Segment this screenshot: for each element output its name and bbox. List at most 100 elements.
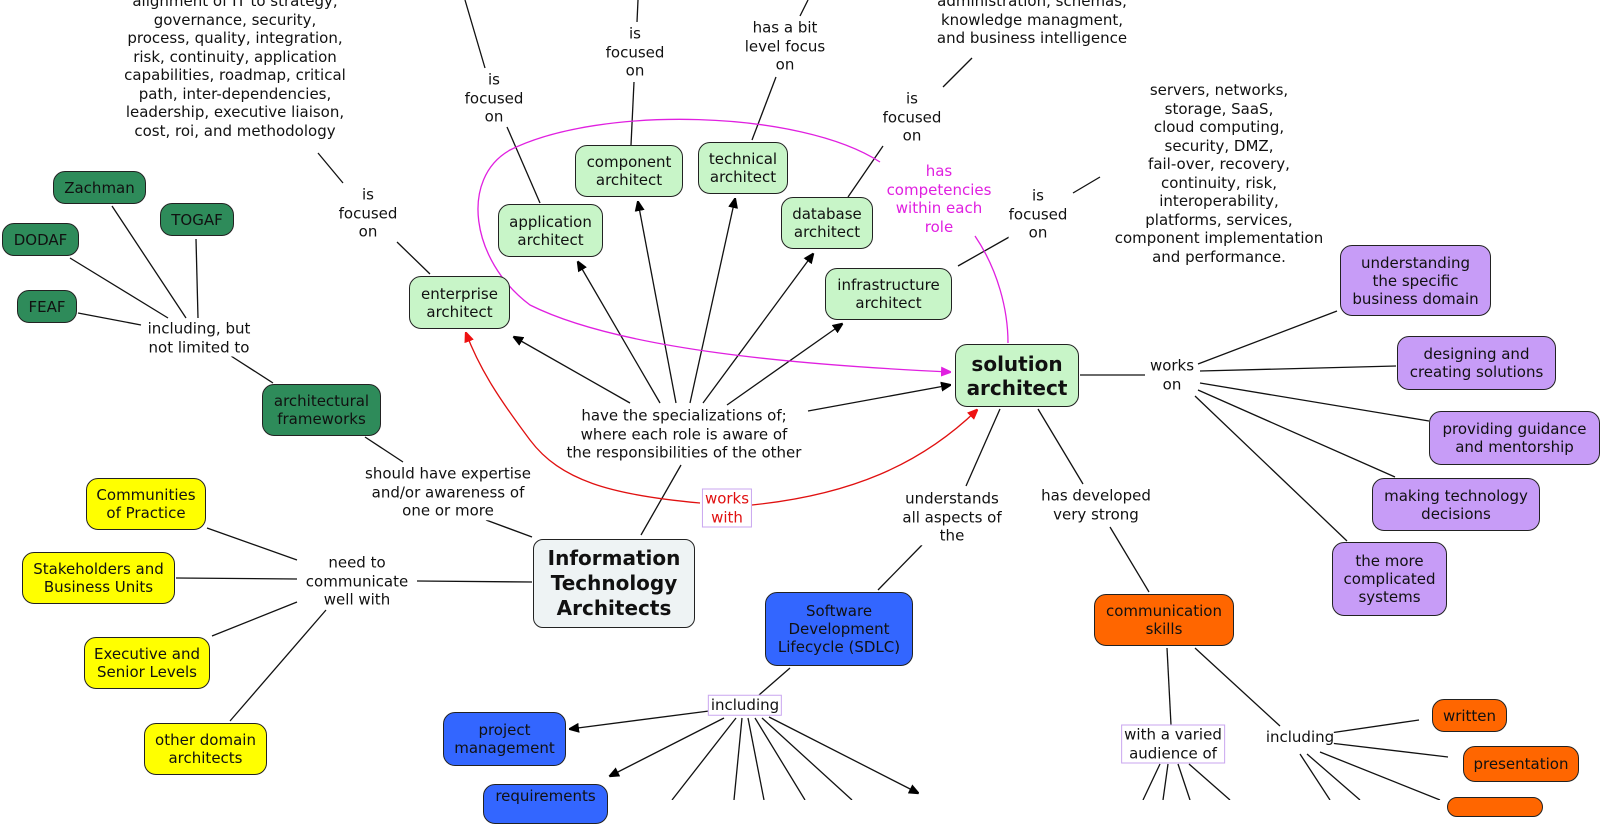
link-communicate-root: [416, 580, 533, 583]
node-feaf[interactable]: FEAF: [17, 290, 77, 323]
link-sdlc-req: [610, 717, 725, 776]
node-communication-skills[interactable]: communication skills: [1094, 594, 1234, 646]
label-enterprise-focused-on: is focused on: [338, 185, 398, 241]
node-zachman[interactable]: Zachman: [53, 171, 146, 204]
link-sdlc-pm: [570, 710, 710, 729]
link-works-with-solution: [751, 410, 977, 506]
node-requirements[interactable]: requirements: [483, 784, 608, 824]
link-infrastructure-focus: [1072, 176, 1101, 194]
database-focus-text: administration, schemas, knowledge manag…: [936, 0, 1128, 47]
label-sdlc-including: including: [707, 694, 783, 716]
link-expertise-root: [485, 519, 533, 538]
link-sdlc-7: [761, 717, 853, 800]
link-spec-component: [638, 202, 677, 404]
link-application-focus: [464, 0, 486, 69]
link-work-complicated: [1194, 395, 1348, 542]
node-component-architect[interactable]: component architect: [575, 145, 683, 197]
node-guidance-mentorship[interactable]: providing guidance and mentorship: [1429, 411, 1600, 465]
link-audience-1: [1142, 763, 1161, 800]
link-spec-infrastructure: [726, 324, 842, 406]
link-sdlc-5: [747, 717, 765, 800]
link-togaf: [195, 238, 199, 319]
node-understanding-business-domain[interactable]: understanding the specific business doma…: [1340, 245, 1491, 316]
node-architectural-frameworks[interactable]: architectural frameworks: [262, 384, 381, 436]
link-sdlc-3: [671, 717, 737, 800]
label-including-frameworks: including, but not limited to: [147, 319, 251, 357]
node-technical-architect[interactable]: technical architect: [698, 142, 788, 194]
link-solution-understands: [965, 408, 1001, 487]
link-including-4: [1306, 753, 1361, 800]
link-competencies-solution: [974, 235, 1009, 344]
label-database-focused-on: is focused on: [882, 89, 942, 145]
link-database-focus-2: [847, 145, 884, 198]
node-presentation[interactable]: presentation: [1463, 746, 1579, 782]
enterprise-focus-text: alignment of IT to strategy, governance,…: [124, 0, 346, 140]
link-including-3: [1319, 751, 1441, 800]
label-expertise: should have expertise and/or awareness o…: [365, 464, 531, 520]
node-enterprise-architect[interactable]: enterprise architect: [409, 276, 510, 329]
link-database-focus: [942, 57, 973, 88]
link-comm-audience: [1166, 647, 1172, 726]
node-infrastructure-architect[interactable]: infrastructure architect: [825, 268, 952, 320]
link-component-focus-2: [630, 81, 635, 146]
link-including-written: [1329, 719, 1420, 734]
link-works-with-enterprise: [466, 333, 701, 504]
node-technology-decisions[interactable]: making technology decisions: [1372, 478, 1540, 531]
link-spec-database: [702, 254, 813, 404]
node-database-architect[interactable]: database architect: [781, 197, 873, 249]
node-dodaf[interactable]: DODAF: [2, 223, 79, 256]
link-application-focus-2: [506, 126, 541, 204]
label-application-focused-on: is focused on: [464, 70, 524, 126]
link-work-guidance: [1199, 382, 1430, 422]
link-developed-comm: [1109, 526, 1150, 593]
link-competencies-loop: [477, 118, 950, 372]
label-component-focused-on: is focused on: [605, 24, 665, 80]
node-written[interactable]: written: [1432, 699, 1507, 732]
link-sdlc-including: [758, 667, 791, 696]
label-developed: has developed very strong: [1041, 486, 1151, 524]
link-component-focus: [636, 0, 639, 23]
node-project-management[interactable]: project management: [443, 712, 566, 766]
link-technical-focus: [799, 0, 809, 17]
link-work-decisions: [1197, 389, 1396, 478]
link-audience-2: [1162, 763, 1169, 800]
node-complicated-systems[interactable]: the more complicated systems: [1332, 542, 1447, 616]
link-enterprise-focus-2: [396, 241, 431, 275]
link-including-presentation: [1329, 742, 1449, 758]
label-communicate: need to communicate well with: [305, 553, 409, 609]
label-works-with: works with: [701, 488, 753, 528]
link-spec-technical: [689, 199, 735, 404]
node-other-domain-architects[interactable]: other domain architects: [144, 723, 267, 775]
label-competencies: has competencies within each role: [886, 162, 992, 236]
node-communities-of-practice[interactable]: Communities of Practice: [86, 478, 206, 530]
label-infrastructure-focused-on: is focused on: [1008, 186, 1068, 242]
label-varied-audience: with a varied audience of: [1121, 724, 1225, 764]
link-sdlc-4: [733, 717, 743, 800]
link-other-architects: [229, 609, 327, 722]
link-communities: [206, 527, 298, 561]
link-solution-developed: [1037, 408, 1084, 485]
link-enterprise-focus: [317, 152, 344, 184]
node-executive-senior-levels[interactable]: Executive and Senior Levels: [84, 637, 210, 689]
link-spec-enterprise: [514, 337, 631, 404]
node-stakeholders-business-units[interactable]: Stakeholders and Business Units: [22, 552, 175, 604]
link-stakeholders: [175, 577, 298, 580]
node-sdlc[interactable]: Software Development Lifecycle (SDLC): [765, 592, 913, 666]
node-application-architect[interactable]: application architect: [498, 204, 603, 257]
label-technical-bit-level: has a bit level focus on: [744, 18, 826, 74]
root-node-it-architects[interactable]: Information Technology Architects: [533, 539, 695, 628]
node-communication-partial[interactable]: [1447, 797, 1543, 817]
node-solution-architect[interactable]: solution architect: [955, 344, 1079, 407]
link-spec-solution: [807, 385, 950, 412]
link-spec-application: [578, 262, 661, 404]
link-sdlc-6: [754, 717, 806, 800]
link-dodaf: [69, 257, 169, 319]
node-designing-creating-solutions[interactable]: designing and creating solutions: [1397, 336, 1556, 390]
link-work-domain: [1197, 310, 1338, 365]
link-feaf: [77, 312, 142, 326]
connector-layer: [69, 0, 1449, 800]
link-technical-focus-2: [751, 76, 777, 141]
node-togaf[interactable]: TOGAF: [160, 203, 234, 236]
link-audience-3: [1177, 763, 1191, 800]
link-sdlc-8: [768, 716, 918, 793]
